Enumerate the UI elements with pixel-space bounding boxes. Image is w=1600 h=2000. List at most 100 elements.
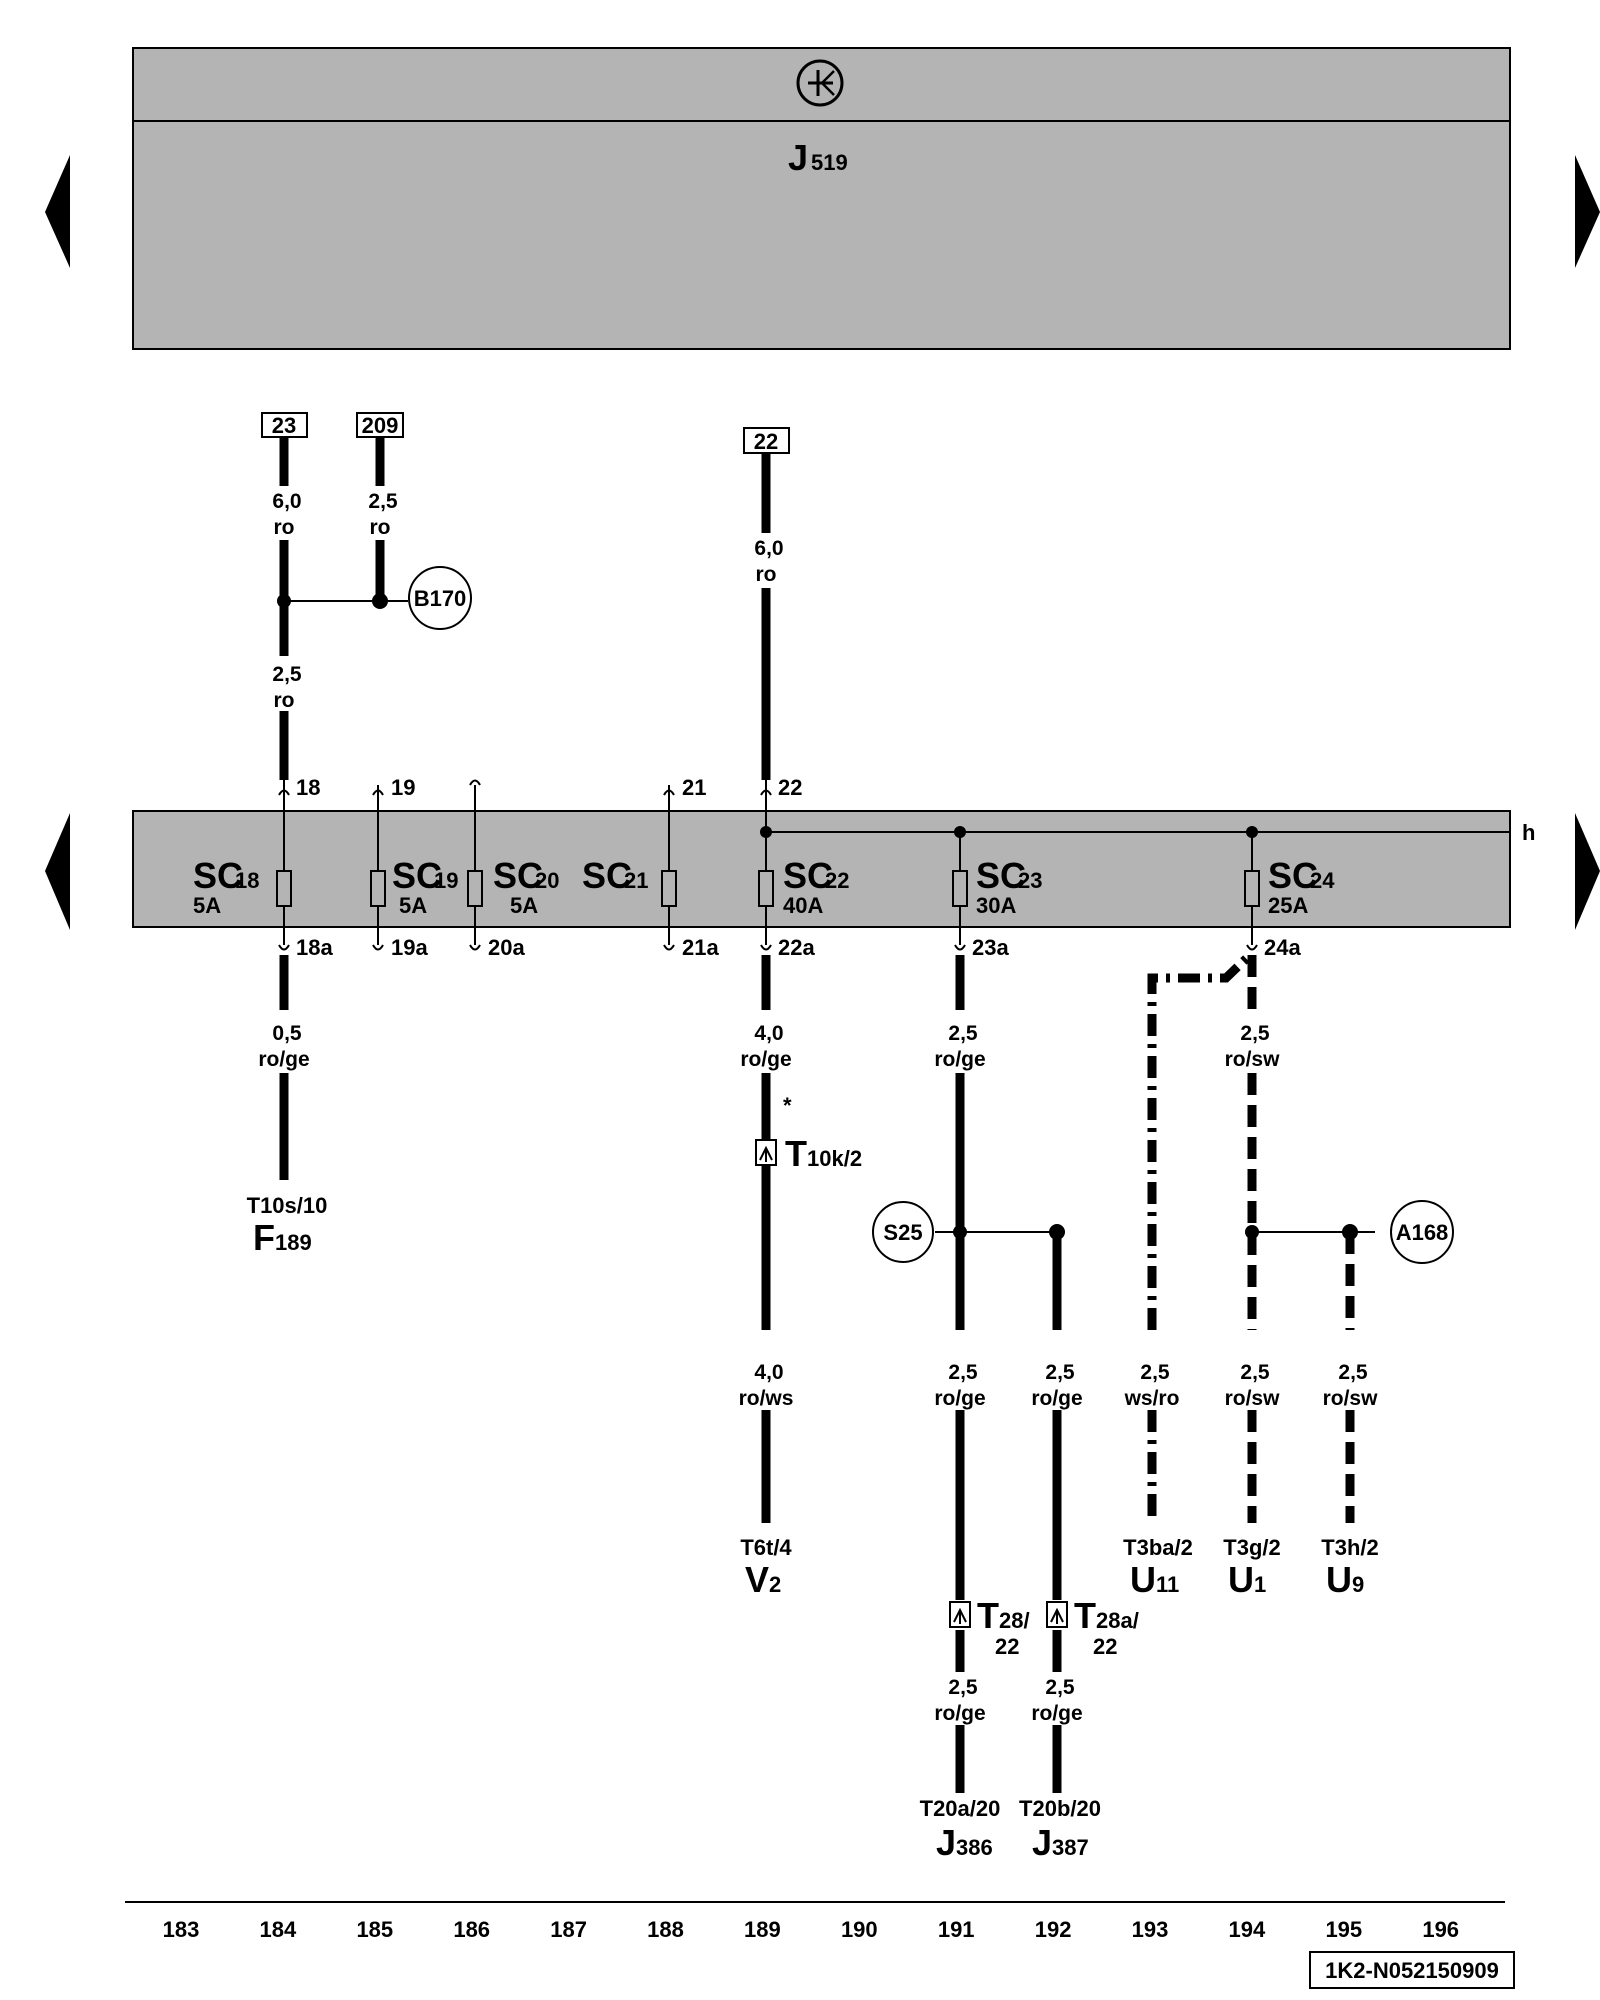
track-number: 191 [938, 1917, 975, 1942]
fuse-rating: 5A [399, 893, 427, 918]
next-section-arrow-icon[interactable] [1575, 813, 1600, 930]
fuse-rating: 25A [1268, 893, 1308, 918]
connector-22: 22 [743, 427, 790, 454]
fuse-label-sc20: SC20 [493, 855, 560, 896]
wire-color: ro/ge [1031, 1702, 1082, 1725]
track-number: 184 [260, 1917, 297, 1942]
wire-color: ro/ge [934, 1387, 985, 1410]
wire-color: ws/ro [1124, 1387, 1180, 1410]
wire-size: 0,5 [272, 1022, 302, 1045]
wire-color: ro [274, 516, 295, 539]
component-f189: F189 [253, 1217, 312, 1258]
wire-191 [935, 955, 1057, 1793]
prev-section-arrow-icon[interactable] [45, 813, 70, 930]
fuse-sc19-icon [370, 870, 386, 907]
next-page-arrow-icon[interactable] [1575, 155, 1600, 268]
track-number: 185 [356, 1917, 393, 1942]
plug-t28a-label: T28a/ [1074, 1595, 1139, 1636]
wire-size: 2,5 [1240, 1361, 1270, 1384]
prev-page-arrow-icon[interactable] [45, 155, 70, 268]
document-id: 1K2-N052150909 [1309, 1951, 1515, 1989]
wire-193 [1147, 951, 1254, 1523]
component-pin: T6t/4 [740, 1535, 792, 1560]
wire-195 [1342, 1224, 1358, 1523]
fuse-label-sc23: SC23 [976, 855, 1043, 896]
wire-color: ro/sw [1225, 1387, 1281, 1410]
wire-size: 6,0 [754, 537, 783, 560]
wire-size: 2,5 [1338, 1361, 1368, 1384]
component-pin: T3ba/2 [1123, 1535, 1193, 1560]
component-u9: U9 [1326, 1559, 1364, 1600]
fuse-rating: 40A [783, 893, 823, 918]
wire-size: 2,5 [1045, 1676, 1075, 1699]
wire-184-upper [277, 437, 380, 811]
wire-color: ro/ge [1031, 1387, 1082, 1410]
wire-size: 2,5 [1240, 1022, 1270, 1045]
fuse-rating: 30A [976, 893, 1016, 918]
track-number: 188 [647, 1917, 684, 1942]
track-number: 196 [1422, 1917, 1459, 1942]
wire-color: ro/ws [739, 1387, 794, 1410]
track-number: 193 [1132, 1917, 1169, 1942]
wire-189-upper [760, 453, 772, 838]
terminal-markers-top [278, 779, 772, 811]
wire-size: 4,0 [754, 1022, 783, 1045]
junction-a168: A168 [1390, 1200, 1454, 1264]
wire-size: 6,0 [272, 490, 301, 513]
wire-size: 2,5 [1045, 1361, 1075, 1384]
wire-color: ro/ge [740, 1048, 791, 1071]
fuse-label-sc19: SC19 [392, 855, 459, 896]
wire-color: ro/sw [1225, 1048, 1281, 1071]
wire-color: ro/ge [934, 1048, 985, 1071]
plug-t28-icon [949, 1601, 971, 1628]
component-pin: T3h/2 [1321, 1535, 1378, 1560]
connector-23: 23 [261, 412, 308, 438]
component-j387: J387 [1032, 1822, 1089, 1863]
wire-color: ro/sw [1323, 1387, 1379, 1410]
component-pin: T20b/20 [1019, 1796, 1101, 1821]
plug-t10k-label: T10k/2 [785, 1133, 862, 1174]
footnote-marker: * [783, 1093, 792, 1118]
junction-s25: S25 [872, 1201, 934, 1263]
plug-t28a-label-line2: 22 [1093, 1634, 1117, 1659]
junction-a168-label: A168 [1396, 1220, 1449, 1245]
wire-color: ro/ge [934, 1702, 985, 1725]
bus-node-194 [1246, 826, 1258, 838]
wire-size: 2,5 [272, 663, 302, 686]
wire-size: 2,5 [948, 1022, 978, 1045]
plug-t28-label: T28/ [977, 1595, 1030, 1636]
connector-209: 209 [356, 412, 404, 438]
fuse-sc23-icon [952, 870, 968, 907]
wire-color: ro [370, 516, 391, 539]
connector-209-label: 209 [362, 413, 399, 438]
plug-t10k-icon [755, 1139, 777, 1166]
connector-22-label: 22 [754, 429, 778, 454]
wire-185-upper [372, 437, 408, 609]
component-v2: V2 [745, 1559, 781, 1600]
wire-size: 2,5 [1140, 1361, 1170, 1384]
junction-b170: B170 [408, 566, 472, 630]
wire-size: 2,5 [948, 1676, 978, 1699]
fuse-rating: 5A [510, 893, 538, 918]
fuse-sc18-icon [276, 870, 292, 907]
fuse-label-sc18: SC18 [193, 855, 260, 896]
terminal-label-bottom: 20a [488, 935, 525, 960]
fuse-sc22-icon [758, 870, 774, 907]
component-j386: J386 [936, 1822, 993, 1863]
junction-b170-label: B170 [414, 586, 467, 611]
component-u11: U11 [1130, 1559, 1179, 1600]
module-letter: J [788, 137, 808, 178]
terminal-label-bottom: 24a [1264, 935, 1301, 960]
bus-label-h: h [1522, 820, 1535, 845]
wire-size: 4,0 [754, 1361, 783, 1384]
terminal-label-bottom: 21a [682, 935, 719, 960]
track-number: 189 [744, 1917, 781, 1942]
wire-192 [1049, 1224, 1065, 1793]
fuse-carrier [132, 810, 1511, 928]
component-pin: T20a/20 [920, 1796, 1001, 1821]
fuse-label-sc24: SC24 [1268, 855, 1335, 896]
component-pin: T3g/2 [1223, 1535, 1280, 1560]
fuse-sc20-icon [467, 870, 483, 907]
